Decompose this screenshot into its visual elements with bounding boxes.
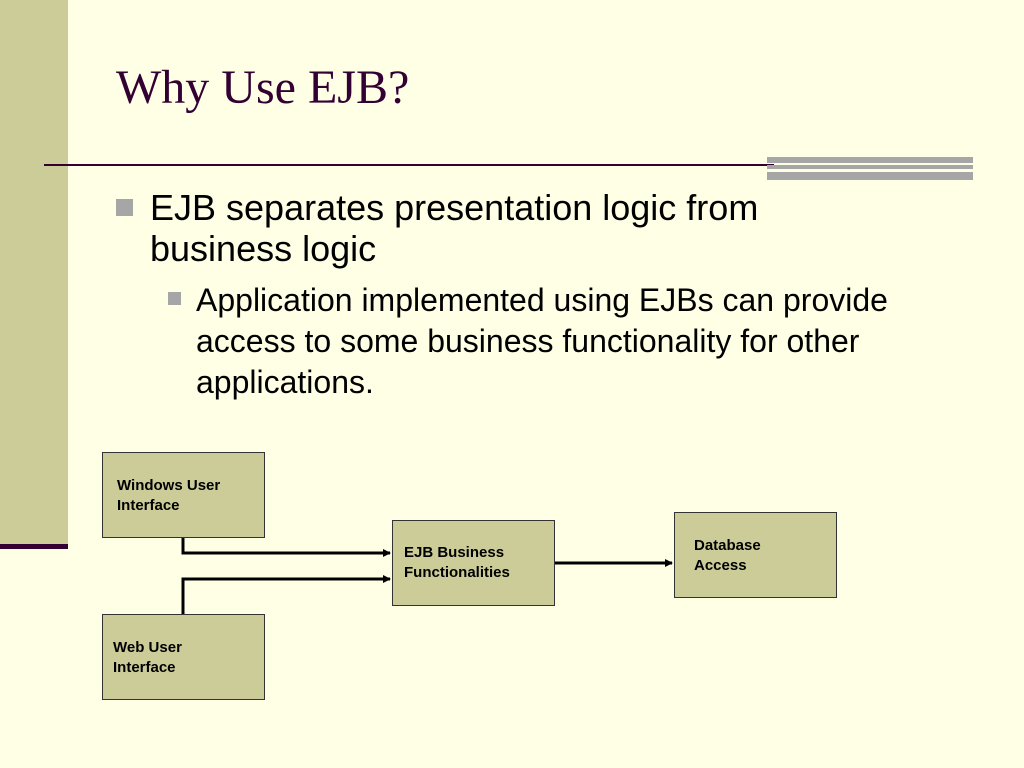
bullet-level-2: Application implemented using EJBs can p… bbox=[168, 280, 968, 403]
connector-web-to-ejb bbox=[181, 575, 391, 614]
bullet-text: Application implemented using EJBs can p… bbox=[196, 282, 888, 400]
connector-windows-to-ejb bbox=[181, 538, 391, 557]
left-sidebar-bar bbox=[0, 0, 68, 544]
decorative-bar bbox=[767, 172, 973, 180]
database-access-label: Database Access bbox=[694, 537, 761, 574]
ejb-business-label: EJB Business Functionalities bbox=[404, 544, 510, 581]
decorative-bar bbox=[767, 165, 973, 169]
bullet-square-icon bbox=[168, 292, 181, 305]
bullet-square-icon bbox=[116, 199, 133, 216]
slide-title: Why Use EJB? bbox=[116, 61, 410, 114]
title-divider bbox=[44, 164, 774, 166]
decorative-bar bbox=[767, 157, 973, 163]
bullet-level-1: EJB separates presentation logic from bu… bbox=[116, 187, 836, 269]
bullet-text: EJB separates presentation logic from bu… bbox=[150, 187, 759, 269]
database-access-box: Database Access bbox=[674, 512, 837, 598]
windows-ui-label: Windows User Interface bbox=[117, 477, 221, 514]
ejb-business-box: EJB Business Functionalities bbox=[392, 520, 555, 606]
web-ui-label: Web User Interface bbox=[113, 639, 182, 676]
web-ui-box: Web User Interface bbox=[102, 614, 265, 700]
left-sidebar-accent bbox=[0, 544, 68, 549]
windows-ui-box: Windows User Interface bbox=[102, 452, 265, 538]
